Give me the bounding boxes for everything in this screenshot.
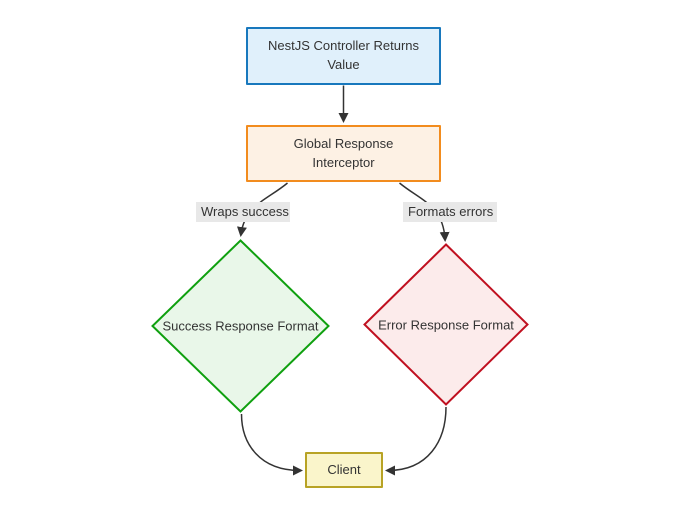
node-controller-label: NestJS Controller Returns Value	[268, 38, 419, 72]
success-diamond-shape	[151, 239, 330, 413]
success-diamond-polygon	[151, 239, 330, 413]
error-diamond-shape	[363, 243, 529, 406]
edge-label-formats-errors: Formats errors	[403, 202, 497, 222]
error-diamond-polygon	[363, 243, 529, 406]
node-success-label: Success Response Format	[162, 318, 319, 334]
edge-error-to-client	[385, 406, 447, 476]
node-success-diamond: Success Response Format	[151, 239, 330, 413]
edge-success-to-client	[240, 413, 303, 476]
edge-label-wraps-success: Wraps success	[196, 202, 290, 222]
node-client-label: Client	[327, 461, 361, 477]
node-interceptor-label: Global Response Interceptor	[293, 135, 394, 170]
node-client: Client	[305, 452, 383, 488]
node-interceptor: Global Response Interceptor	[246, 125, 441, 182]
node-error-diamond: Error Response Format	[363, 243, 529, 406]
node-error-label: Error Response Format	[378, 317, 514, 332]
node-controller: NestJS Controller Returns Value	[246, 27, 441, 85]
